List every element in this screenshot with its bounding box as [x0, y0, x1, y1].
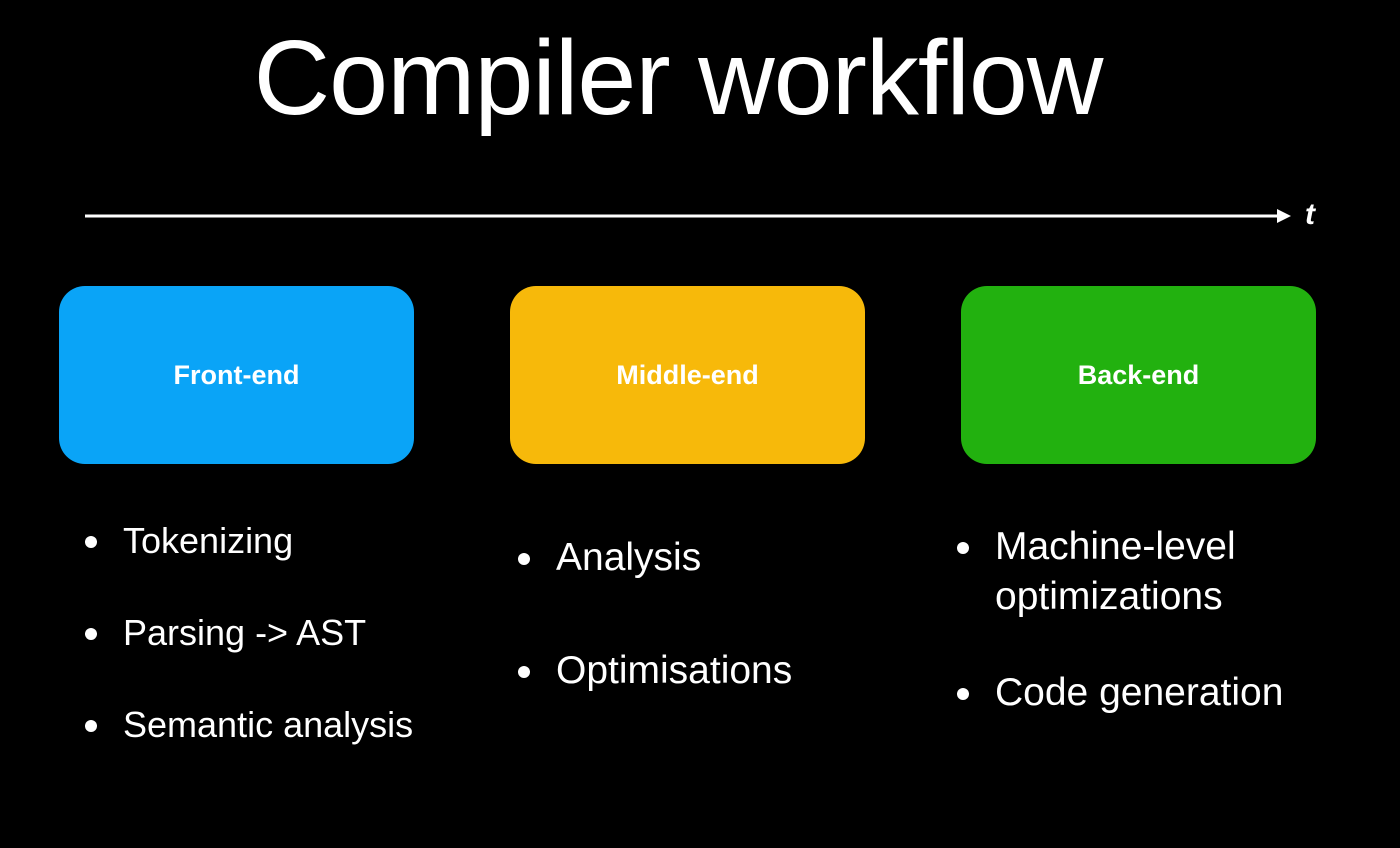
- list-item: Parsing -> AST: [83, 610, 463, 656]
- timeline-arrow: t: [85, 198, 1335, 240]
- middle-end-task-list: Analysis Optimisations: [516, 533, 916, 759]
- list-item: Optimisations: [516, 646, 916, 696]
- list-item: Machine-level optimizations: [955, 522, 1385, 622]
- front-end-task-list: Tokenizing Parsing -> AST Semantic analy…: [83, 518, 463, 794]
- stage-back-end-label: Back-end: [1077, 359, 1200, 390]
- stage-back-end: Back-end: [961, 286, 1316, 464]
- page-title: Compiler workflow: [253, 19, 1104, 137]
- stage-front-end-label: Front-end: [173, 359, 300, 390]
- timeline-arrow-line: [85, 209, 1291, 223]
- stage-front-end: Front-end: [59, 286, 414, 464]
- stage-middle-end: Middle-end: [510, 286, 865, 464]
- back-end-task-list: Machine-level optimizations Code generat…: [955, 522, 1385, 764]
- list-item: Tokenizing: [83, 518, 463, 564]
- stage-middle-end-label: Middle-end: [616, 359, 759, 390]
- time-axis-label: t: [1305, 198, 1315, 231]
- list-item: Code generation: [955, 668, 1385, 718]
- list-item: Semantic analysis: [83, 702, 463, 748]
- list-item: Analysis: [516, 533, 916, 583]
